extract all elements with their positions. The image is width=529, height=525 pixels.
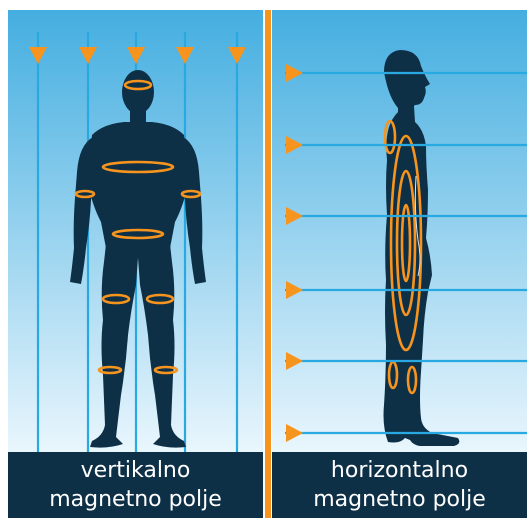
caption-line-2: magnetno polje xyxy=(49,485,222,514)
vertical-field-panel xyxy=(8,10,263,518)
vertical-field-caption: vertikalno magnetno polje xyxy=(8,452,263,518)
horizontal-field-caption: horizontalno magnetno polje xyxy=(272,452,527,518)
horizontal-field-panel xyxy=(272,10,527,518)
caption-line-1: horizontalno xyxy=(331,456,468,485)
caption-line-2: magnetno polje xyxy=(313,485,486,514)
panel-divider xyxy=(265,10,271,518)
caption-line-1: vertikalno xyxy=(81,456,191,485)
head xyxy=(122,70,154,114)
